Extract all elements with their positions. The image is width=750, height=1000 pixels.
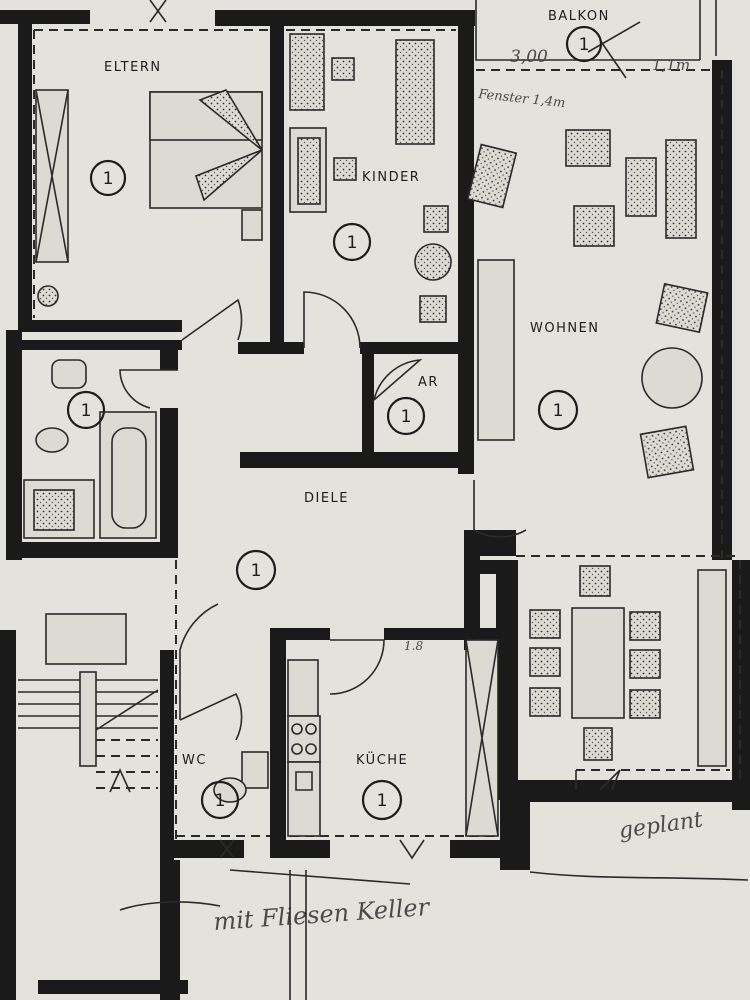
room-label-kueche: KÜCHE [356,751,408,768]
kitchen-furniture [287,639,499,837]
unit-marker-wc: 1 [200,780,240,820]
bath-furniture [23,359,157,539]
room-label-kinder: KINDER [362,170,420,185]
room-labels: ELTERN KINDER AR WOHNEN DIELE WC KÜCHE B… [104,9,610,768]
svg-text:1: 1 [215,791,226,811]
svg-text:1: 1 [377,791,388,811]
dim-balkon-width: 1,1m [652,56,690,74]
room-label-ar: AR [418,375,439,390]
unit-marker-eltern: 1 [89,159,127,197]
window-lines [33,29,741,840]
svg-text:1: 1 [579,35,590,55]
unit-marker-diele: 1 [235,549,277,591]
dim-kitchen: 1.8 [404,639,423,653]
kinder-furniture [289,33,452,323]
svg-text:1: 1 [401,407,412,427]
unit-marker-kinder: 1 [332,222,372,262]
doors [119,291,527,741]
room-label-eltern: ELTERN [104,60,162,75]
staircase [18,613,159,793]
unit-marker-kueche: 1 [361,779,403,821]
dining-table [571,607,625,719]
sideboard [477,259,515,441]
unit-markers: 1 1 1 1 1 1 1 1 [66,25,603,821]
dim-balkon-depth: 3,00 [510,47,548,67]
svg-text:1: 1 [553,401,564,421]
room-label-wc: WC [182,753,207,768]
unit-marker-bad: 1 [66,390,106,430]
balkon [475,0,717,79]
unit-marker-ar: 1 [386,396,426,436]
walls [0,10,750,1000]
wohnen-furniture [466,129,727,767]
room-label-balkon: BALKON [548,9,610,24]
room-label-wohnen: WOHNEN [530,321,600,336]
svg-text:1: 1 [81,401,92,421]
unit-marker-balkon: 1 [565,25,603,63]
stove [287,715,321,763]
svg-text:1: 1 [251,561,262,581]
svg-text:1: 1 [347,233,358,253]
wc-furniture [213,751,269,803]
round-table [641,347,703,409]
room-label-diele: DIELE [304,491,349,506]
svg-text:1: 1 [103,169,114,189]
eltern-furniture [35,89,263,307]
unit-marker-wohnen: 1 [537,389,579,431]
